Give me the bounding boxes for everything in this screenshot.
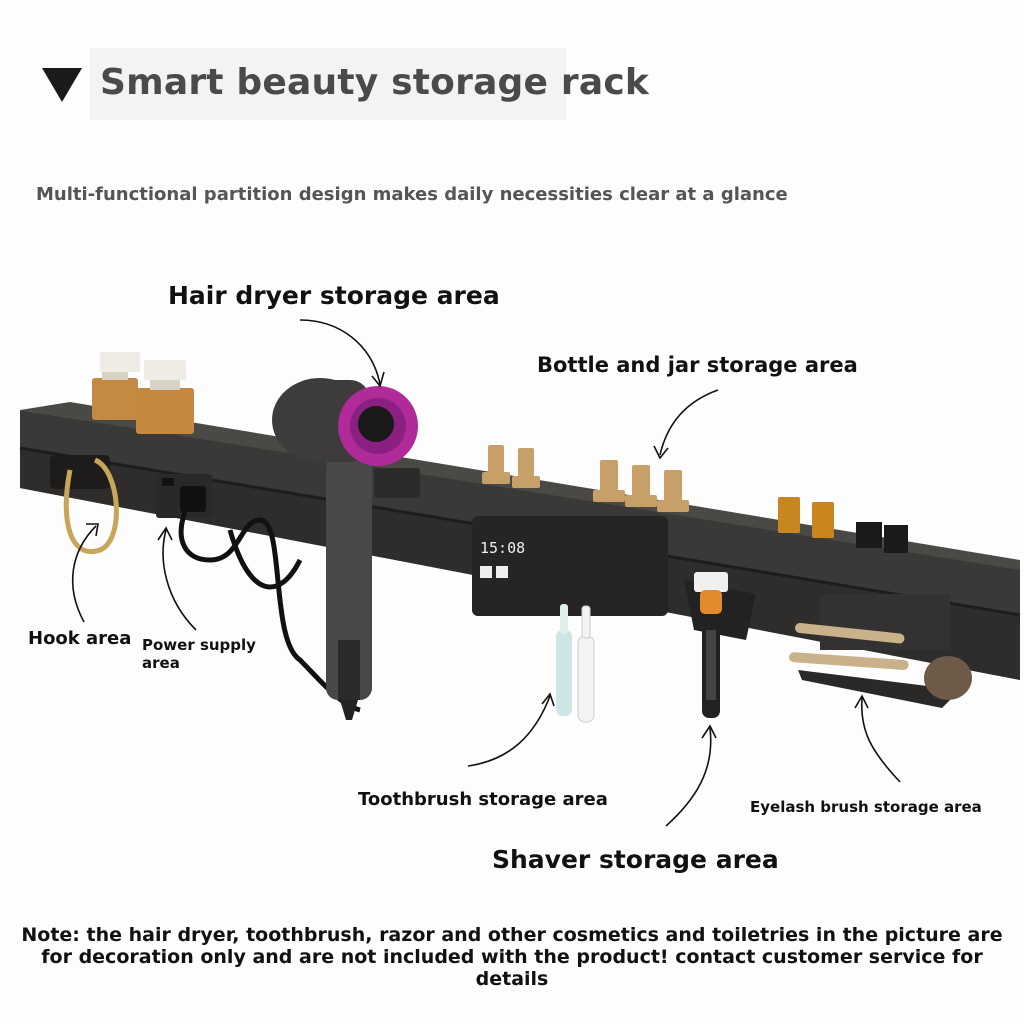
- perfume-bottles: [92, 352, 194, 434]
- triangle-down-icon: [42, 68, 82, 102]
- hook-area-label: Hook area: [28, 628, 132, 649]
- title-background: [90, 48, 566, 120]
- gold-bottles: [482, 445, 908, 553]
- clock-box: [472, 516, 668, 616]
- bottle-jar-area-label: Bottle and jar storage area: [537, 353, 858, 377]
- power-supply-area-label: Power supply area: [142, 636, 256, 672]
- shaver: [684, 572, 756, 718]
- shaver-area-label: Shaver storage area: [492, 845, 779, 874]
- page-title: Smart beauty storage rack: [100, 62, 650, 103]
- eyelash-brush-area-label: Eyelash brush storage area: [750, 798, 982, 816]
- clock-display: 15:08: [480, 539, 525, 557]
- toothbrushes: [556, 604, 595, 723]
- page-subtitle: Multi-functional partition design makes …: [36, 184, 788, 205]
- power-socket: [156, 474, 361, 713]
- hair-dryer-area-label: Hair dryer storage area: [168, 281, 500, 310]
- toothbrush-area-label: Toothbrush storage area: [358, 789, 608, 810]
- hair-dryer: [272, 378, 420, 720]
- callout-arrows: [71, 319, 901, 827]
- hook: [50, 455, 119, 554]
- eyelash-brush-holder: [788, 594, 972, 708]
- disclaimer-note: Note: the hair dryer, toothbrush, razor …: [21, 924, 1003, 990]
